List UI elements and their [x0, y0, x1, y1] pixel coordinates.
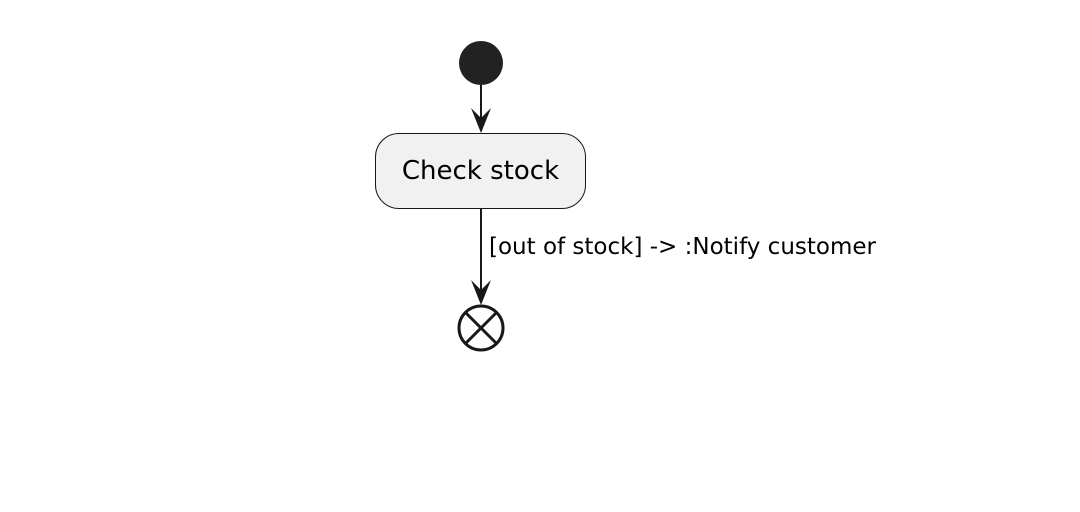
start-node — [459, 41, 503, 85]
activity-check-stock: Check stock — [375, 133, 586, 209]
arrow-start-to-activity — [471, 85, 491, 133]
activity-label: Check stock — [401, 156, 560, 186]
arrow-activity-to-end — [471, 209, 491, 305]
transition-label: [out of stock] -> :Notify customer — [489, 234, 876, 260]
end-node — [457, 304, 505, 352]
